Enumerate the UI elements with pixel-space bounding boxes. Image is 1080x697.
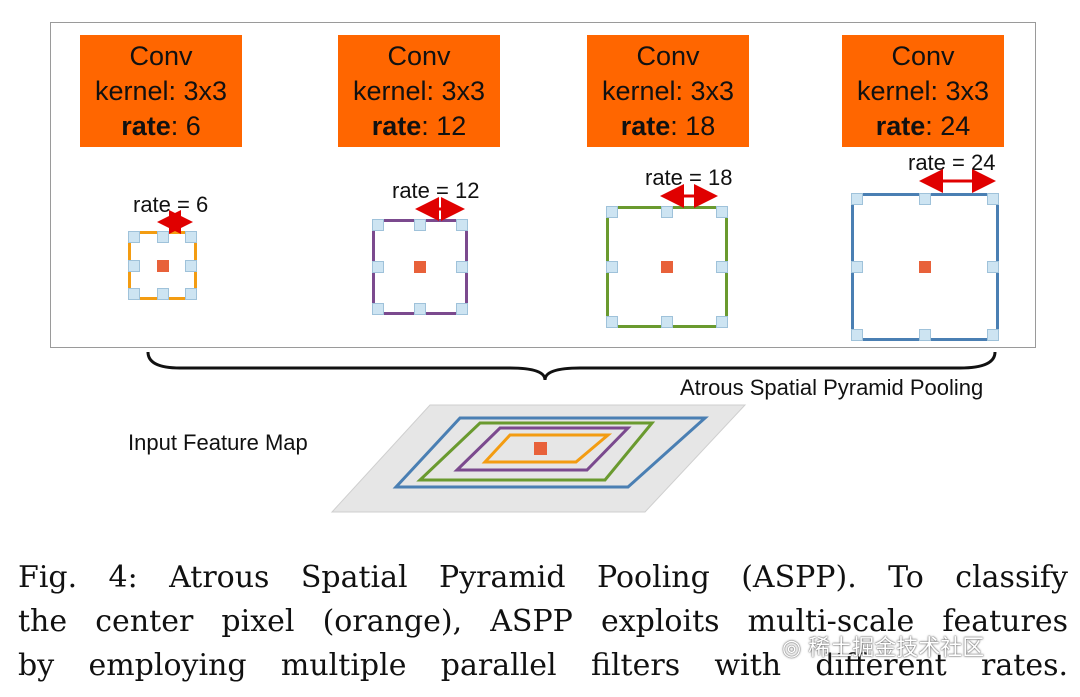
conv-rate-value: : 18 bbox=[670, 110, 716, 141]
sample-pixel bbox=[128, 259, 140, 272]
center-pixel bbox=[919, 261, 931, 273]
conv-box-rate-18: Conv kernel: 3x3 rate: 18 bbox=[587, 35, 749, 147]
input-feature-map-label: Input Feature Map bbox=[128, 430, 308, 455]
input-feature-map bbox=[330, 404, 747, 513]
sample-pixel bbox=[851, 329, 863, 341]
sample-pixel bbox=[372, 261, 384, 273]
conv-title: Conv bbox=[891, 40, 955, 71]
conv-rate-word: rate bbox=[620, 110, 671, 141]
sample-pixel bbox=[716, 206, 728, 218]
conv-box-rate-6: Conv kernel: 3x3 rate: 6 bbox=[80, 35, 242, 147]
sample-pixel bbox=[716, 261, 728, 273]
sample-pixel bbox=[156, 288, 169, 300]
sample-pixel bbox=[372, 219, 384, 231]
conv-rate-word: rate bbox=[875, 110, 926, 141]
sample-pixel bbox=[185, 259, 197, 272]
conv-kernel: kernel: 3x3 bbox=[94, 75, 228, 106]
aspp-brace bbox=[146, 351, 997, 381]
conv-title: Conv bbox=[129, 40, 193, 71]
conv-box-rate-12: Conv kernel: 3x3 rate: 12 bbox=[338, 35, 500, 147]
conv-rate-value: : 12 bbox=[421, 110, 467, 141]
sample-pixel bbox=[606, 316, 618, 328]
conv-rate-word: rate bbox=[371, 110, 422, 141]
watermark-text: 稀土掘金技术社区 bbox=[808, 636, 985, 661]
sample-pixel bbox=[987, 261, 999, 273]
conv-rate-value: : 6 bbox=[170, 110, 201, 141]
conv-rate: rate: 24 bbox=[876, 109, 971, 144]
feature-center-pixel bbox=[534, 442, 547, 455]
feature-rate-24-region bbox=[392, 416, 709, 489]
sample-pixel bbox=[606, 206, 618, 218]
conv-rate-value: : 24 bbox=[925, 110, 971, 141]
conv-rate: rate: 12 bbox=[372, 109, 467, 144]
watermark-icon: ◎ bbox=[782, 636, 809, 661]
sample-pixel bbox=[716, 316, 728, 328]
center-pixel bbox=[661, 261, 673, 273]
sample-pixel bbox=[661, 316, 673, 328]
feature-rate-18-region bbox=[416, 421, 656, 482]
conv-box-rate-24: Conv kernel: 3x3 rate: 24 bbox=[842, 35, 1004, 147]
sample-pixel bbox=[851, 261, 863, 273]
sample-pixel bbox=[919, 193, 931, 205]
sample-pixel bbox=[987, 329, 999, 341]
sample-pixel bbox=[987, 193, 999, 205]
center-pixel bbox=[414, 261, 426, 273]
conv-rate: rate: 6 bbox=[121, 109, 201, 144]
conv-kernel: kernel: 3x3 bbox=[856, 75, 990, 106]
caption-line-2: the center pixel (orange), ASPP exploits… bbox=[18, 604, 1068, 639]
figure-caption: Fig. 4: Atrous Spatial Pyramid Pooling (… bbox=[18, 556, 1068, 688]
sample-pixel bbox=[456, 303, 468, 315]
conv-rate-word: rate bbox=[121, 110, 171, 141]
sample-pixel bbox=[606, 261, 618, 273]
conv-kernel: kernel: 3x3 bbox=[352, 75, 486, 106]
caption-line-1: Fig. 4: Atrous Spatial Pyramid Pooling (… bbox=[18, 560, 1068, 595]
conv-title: Conv bbox=[636, 40, 700, 71]
sample-pixel bbox=[372, 303, 384, 315]
caption-line-3: by employing multiple parallel filters w… bbox=[18, 648, 1068, 683]
aspp-label: Atrous Spatial Pyramid Pooling bbox=[680, 375, 984, 400]
center-pixel bbox=[156, 259, 169, 272]
sample-pixel bbox=[128, 288, 140, 300]
sample-pixel bbox=[128, 231, 140, 243]
watermark: ◎ 稀土掘金技术社区 bbox=[782, 630, 984, 662]
sample-pixel bbox=[414, 303, 426, 315]
feature-rate-6-region bbox=[481, 433, 613, 464]
conv-rate: rate: 18 bbox=[621, 109, 716, 144]
sample-pixel bbox=[185, 288, 197, 300]
conv-title: Conv bbox=[387, 40, 451, 71]
sample-pixel bbox=[919, 329, 931, 341]
sample-pixel bbox=[456, 261, 468, 273]
feature-rate-12-region bbox=[453, 426, 632, 472]
conv-kernel: kernel: 3x3 bbox=[601, 75, 735, 106]
sample-pixel bbox=[851, 193, 863, 205]
